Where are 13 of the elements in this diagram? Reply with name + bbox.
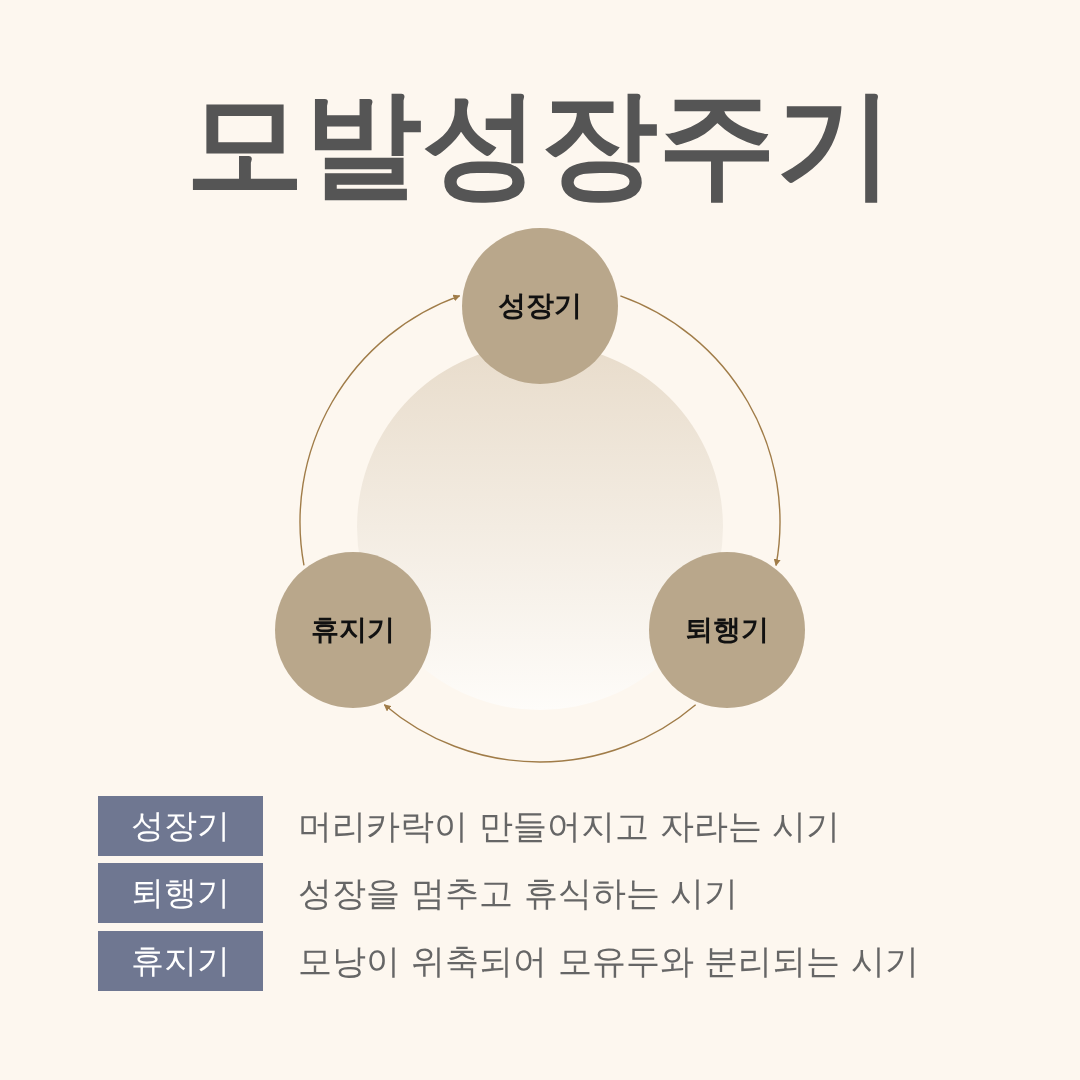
stage-tag: 퇴행기	[98, 863, 263, 923]
stage-label: 휴지기	[310, 612, 395, 648]
arrow	[383, 703, 697, 763]
stage-label: 퇴행기	[685, 612, 770, 648]
stage-tag: 성장기	[98, 796, 263, 856]
arrow	[619, 295, 781, 567]
stage-description: 머리카락이 만들어지고 자라는 시기	[298, 805, 841, 848]
title: 모발성장주기	[185, 73, 895, 214]
stage-description: 모낭이 위축되어 모유두와 분리되는 시기	[298, 940, 920, 983]
arrow	[299, 295, 461, 567]
stage-label: 성장기	[498, 288, 582, 324]
stage-description: 성장을 멈추고 휴식하는 시기	[298, 872, 739, 915]
stage-tag: 휴지기	[98, 931, 263, 991]
